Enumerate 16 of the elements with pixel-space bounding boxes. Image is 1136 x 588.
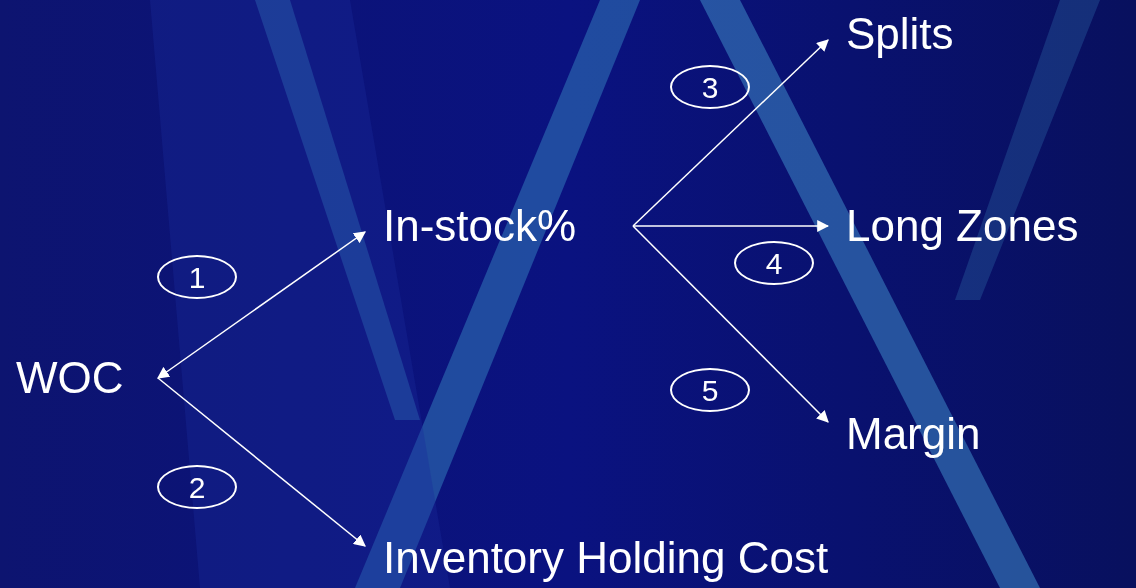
arrow xyxy=(632,39,829,227)
numbered-oval: 2 xyxy=(157,465,237,509)
node-label: In-stock% xyxy=(383,204,577,248)
node-label: Margin xyxy=(846,412,981,456)
numbered-oval: 4 xyxy=(734,241,814,285)
arrow xyxy=(157,231,366,379)
node-label: Inventory Holding Cost xyxy=(383,536,829,580)
node-label: WOC xyxy=(16,356,124,400)
arrow xyxy=(157,377,366,547)
node-label: Splits xyxy=(846,12,954,56)
node-label: Long Zones xyxy=(846,204,1079,248)
numbered-oval: 3 xyxy=(670,65,750,109)
arrow xyxy=(632,220,830,232)
numbered-oval: 5 xyxy=(670,368,750,412)
arrow xyxy=(632,225,829,423)
numbered-oval: 1 xyxy=(157,255,237,299)
